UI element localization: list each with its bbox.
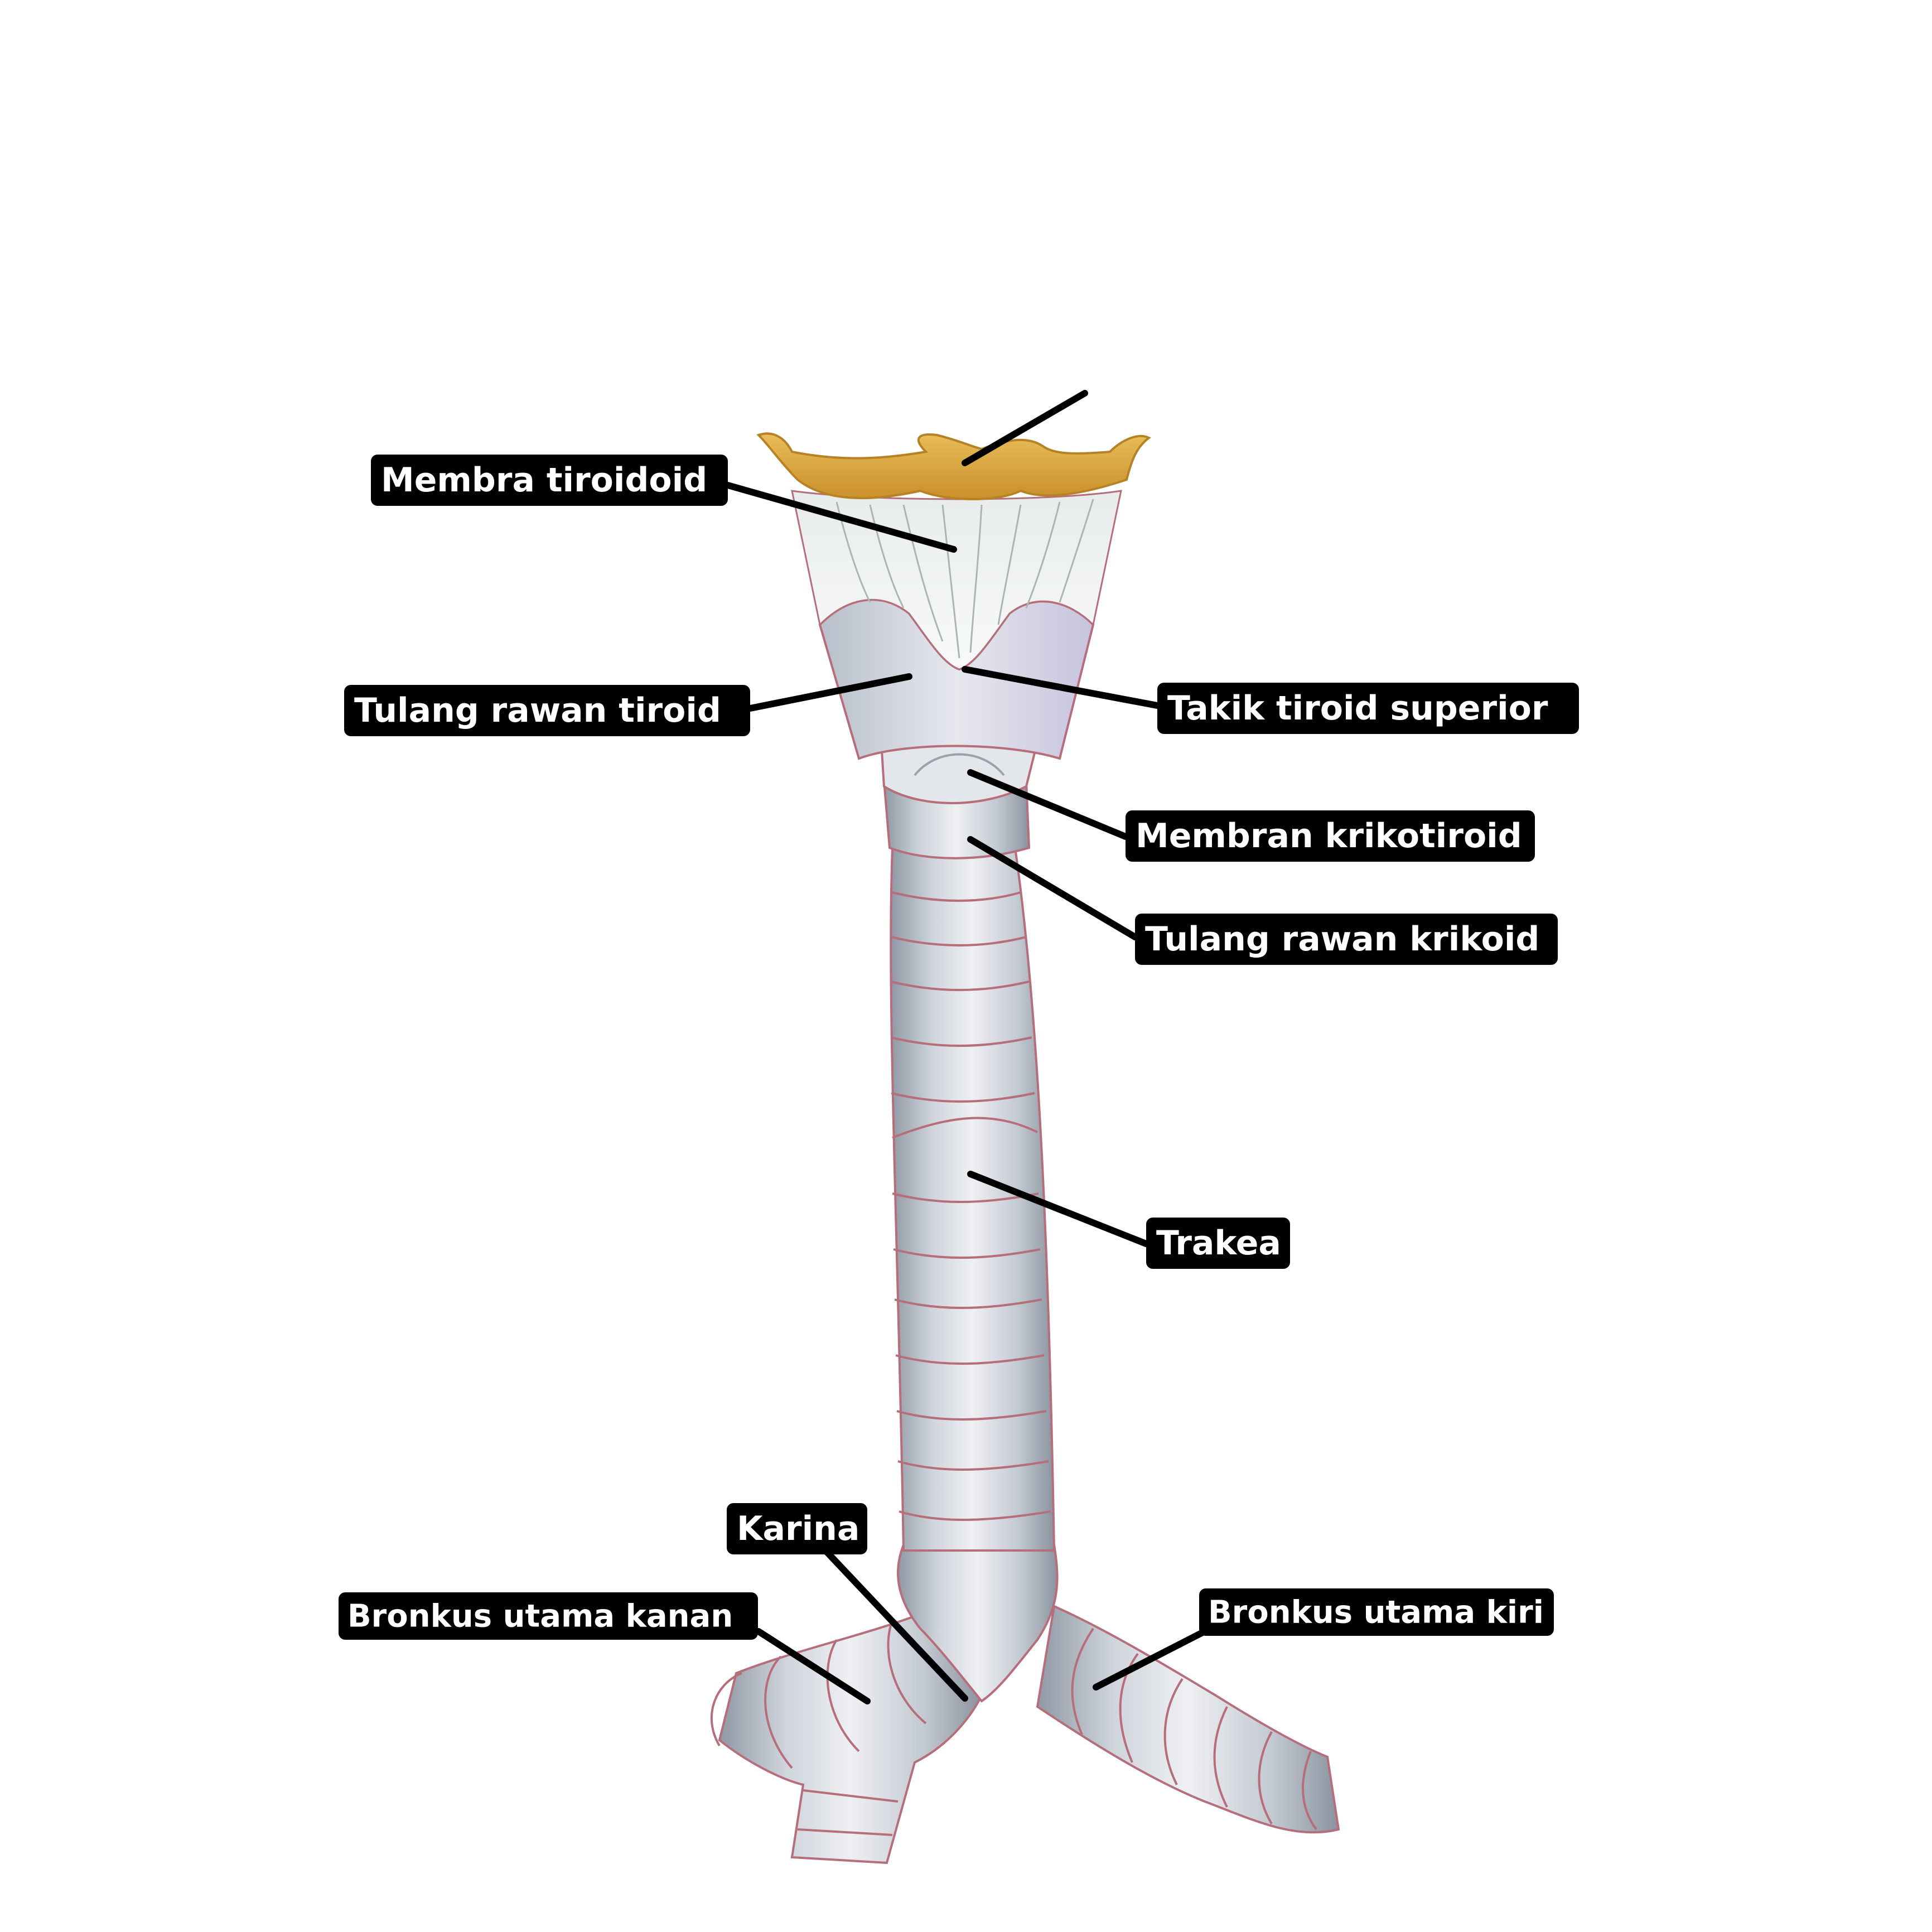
leader-lines xyxy=(724,390,1208,1704)
label-text: Membra tiroidoid xyxy=(381,461,707,500)
label-membran-krikotiroid: Membran krikotiroid xyxy=(1126,810,1535,862)
label-text: Trakea xyxy=(1156,1224,1281,1263)
label-trakea: Trakea xyxy=(1146,1218,1290,1269)
trachea-tube xyxy=(890,847,1056,1552)
label-text: Karina xyxy=(737,1509,859,1548)
label-bronkus-utama-kanan: Bronkus utama kanan xyxy=(339,1592,758,1640)
label-takik-tiroid-superior: Takik tiroid superior xyxy=(1157,683,1579,734)
label-text: Tulang rawan tiroid xyxy=(354,691,721,730)
tulang-rawan-krikoid-leader xyxy=(967,836,1138,940)
hyoid-leader-line xyxy=(962,390,1088,466)
label-tulang-rawan-krikoid: Tulang rawan krikoid xyxy=(1135,914,1558,965)
trachea-rings xyxy=(890,891,1051,1521)
anatomy-illustration xyxy=(711,432,1340,1865)
label-text: Bronkus utama kanan xyxy=(347,1598,733,1635)
label-text: Takik tiroid superior xyxy=(1167,689,1548,728)
cricothyroid-membrane-fold xyxy=(914,753,1005,776)
hyoid-bone xyxy=(756,432,1151,500)
label-membra-tiroidoid: Membra tiroidoid xyxy=(371,455,728,506)
left-main-bronchus xyxy=(1036,1605,1340,1834)
labels: Membra tiroidoid Tulang rawan tiroid Tak… xyxy=(339,455,1579,1640)
label-text: Membran krikotiroid xyxy=(1136,817,1522,856)
tulang-rawan-tiroid-leader xyxy=(747,673,912,712)
label-text: Bronkus utama kiri xyxy=(1208,1595,1544,1631)
trakea-leader xyxy=(967,1171,1149,1247)
carina-bifurcation xyxy=(897,1544,1059,1703)
label-bronkus-utama-kiri: Bronkus utama kiri xyxy=(1199,1588,1554,1636)
right-main-bronchus xyxy=(711,1610,983,1865)
membran-krikotiroid-leader xyxy=(967,769,1129,840)
membra-tiroidoid-leader xyxy=(724,482,957,553)
bronkus-utama-kiri-leader xyxy=(1093,1628,1208,1690)
label-karina: Karina xyxy=(727,1503,867,1554)
karina-leader xyxy=(822,1547,968,1702)
takik-tiroid-superior-leader xyxy=(962,666,1161,709)
label-tulang-rawan-tiroid: Tulang rawan tiroid xyxy=(344,685,750,736)
label-text: Tulang rawan krikoid xyxy=(1145,920,1539,959)
bronkus-utama-kanan-leader xyxy=(755,1628,871,1704)
